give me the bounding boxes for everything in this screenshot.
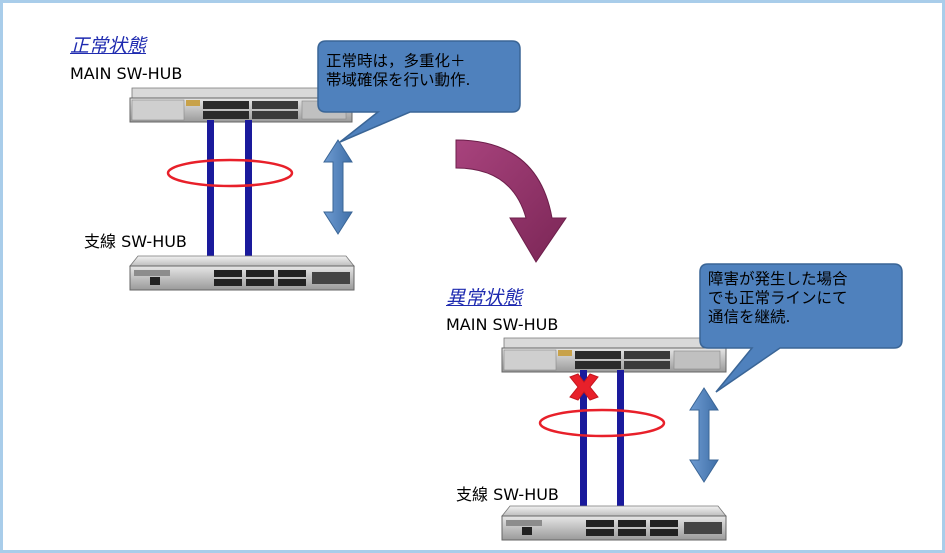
normal-state-section (129, 40, 521, 291)
branch-switch-normal (129, 255, 355, 291)
main-hub-label-abnormal: MAIN SW-HUB (446, 315, 559, 334)
callout-abnormal-text: 障害が発生した場合 でも正常ラインにて 通信を継続. (708, 270, 848, 326)
main-switch-abnormal (501, 337, 727, 373)
link-2-normal (245, 120, 252, 258)
abnormal-state-title: 異常状態 (446, 287, 523, 309)
main-hub-label-normal: MAIN SW-HUB (70, 64, 183, 83)
callout-abnormal (699, 263, 903, 393)
abnormal-state-section (501, 263, 903, 541)
curved-arrow-icon (455, 139, 567, 263)
branch-switch-abnormal (501, 505, 727, 541)
branch-hub-label-normal: 支線 SW-HUB (84, 232, 187, 251)
aggregation-ring-normal (166, 158, 294, 188)
link-1-abnormal (580, 370, 587, 508)
callout-normal-text: 正常時は，多重化＋ 帯域確保を行い動作. (326, 52, 471, 89)
x-mark-icon (569, 373, 599, 401)
aggregation-ring-abnormal (538, 408, 666, 438)
main-switch-normal (129, 87, 353, 123)
callout-normal (317, 40, 521, 143)
double-arrow-icon (689, 387, 719, 483)
double-arrow-icon (323, 139, 353, 235)
link-2-abnormal (617, 370, 624, 508)
branch-hub-label-abnormal: 支線 SW-HUB (456, 485, 559, 504)
link-1-normal (207, 120, 214, 258)
normal-state-title: 正常状態 (70, 35, 147, 57)
